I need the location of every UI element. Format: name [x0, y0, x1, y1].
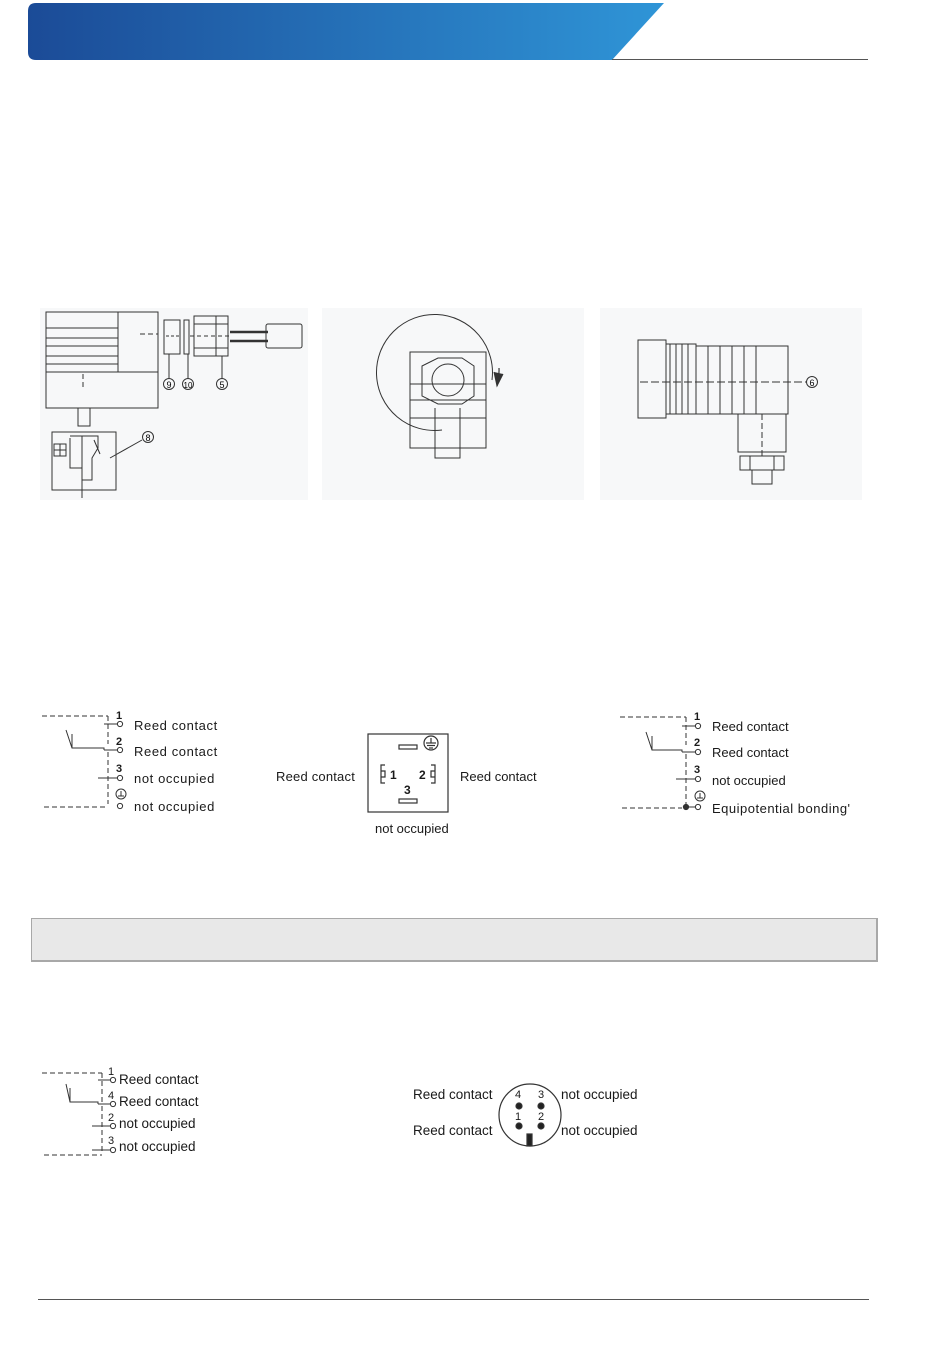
- wiring-b-label-1: Reed contact: [712, 719, 789, 734]
- wiring-c-pin-3: 3: [108, 1135, 115, 1147]
- wiring-a-pin-3: 3: [116, 763, 123, 775]
- connector-a-pin-2: 2: [419, 768, 426, 782]
- connector-a-pin-1: 1: [390, 768, 397, 782]
- wiring-a-pin-2: 2: [116, 736, 123, 748]
- connector-b-left-label-1: Reed contact: [413, 1087, 493, 1102]
- wiring-b-pin-1: 1: [694, 711, 701, 723]
- wiring-c-pin-2: 2: [108, 1112, 115, 1124]
- wiring-c-pin-4: 4: [108, 1090, 115, 1102]
- callout-8: 8: [145, 433, 150, 443]
- wiring-c-pin-1: 1: [108, 1066, 115, 1078]
- wiring-b-label-3: not occupied: [712, 773, 786, 788]
- wiring-a-pin-1: 1: [116, 710, 123, 722]
- connector-b-left-label-2: Reed contact: [413, 1123, 493, 1138]
- connector-b-right-label-2: not occupied: [561, 1123, 638, 1138]
- callout-6: 6: [809, 378, 814, 388]
- wiring-b-pin-2: 2: [694, 737, 701, 749]
- connector-a-pin-3: 3: [404, 783, 411, 797]
- connector-b-pin-1: 1: [515, 1111, 522, 1123]
- footer-rule: [38, 1299, 869, 1300]
- connector-b-pin-3: 3: [538, 1089, 545, 1101]
- wiring-diagram-b: [620, 716, 706, 811]
- callout-10: 10: [184, 381, 193, 390]
- connector-b-pin-2: 2: [538, 1111, 545, 1123]
- callout-9: 9: [166, 380, 171, 390]
- wiring-b-label-4: Equipotential bonding': [712, 801, 851, 816]
- wiring-b-pin-3: 3: [694, 764, 701, 776]
- connector-a-right-label: Reed contact: [460, 769, 537, 784]
- connector-b-face: [498, 1083, 562, 1147]
- connector-a-left-label: Reed contact: [276, 769, 356, 784]
- plug-exploded-drawing: 9 10 5 8: [45, 311, 303, 498]
- wiring-diagram-a: [42, 715, 127, 810]
- assembled-plug-drawing: 6: [637, 339, 818, 485]
- connector-a-face: [367, 733, 449, 813]
- wiring-c-label-3: not occupied: [119, 1116, 196, 1131]
- callout-5: 5: [219, 380, 224, 390]
- connector-b-pin-4: 4: [515, 1089, 522, 1101]
- wiring-diagram-c: [42, 1072, 117, 1156]
- wiring-a-label-1: Reed contact: [134, 718, 218, 733]
- wiring-b-label-2: Reed contact: [712, 745, 789, 760]
- wiring-c-label-4: not occupied: [119, 1139, 196, 1154]
- section-heading-bar: [31, 918, 878, 962]
- wiring-c-label-2: Reed contact: [119, 1094, 199, 1109]
- wiring-a-label-4: not occupied: [134, 799, 215, 814]
- header-banner: [28, 3, 868, 60]
- wiring-a-label-2: Reed contact: [134, 744, 218, 759]
- connector-b-right-label-1: not occupied: [561, 1087, 638, 1102]
- wiring-c-label-1: Reed contact: [119, 1072, 199, 1087]
- tighten-nut-drawing: [376, 314, 504, 459]
- connector-a-bottom-label: not occupied: [375, 821, 449, 836]
- wiring-a-label-3: not occupied: [134, 771, 215, 786]
